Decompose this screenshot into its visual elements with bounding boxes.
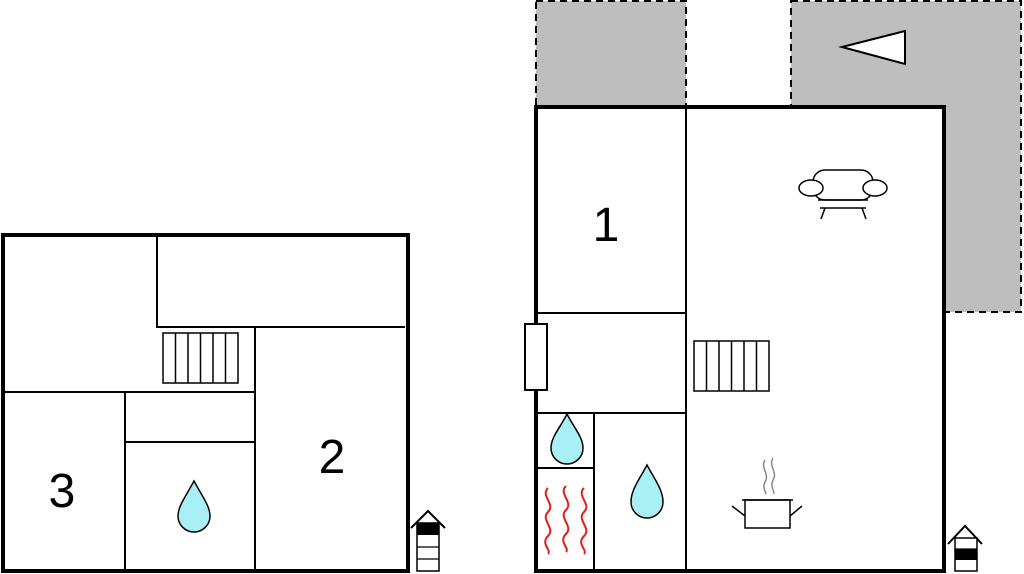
water-drop-icon — [550, 412, 584, 465]
room-number-2: 2 — [319, 431, 346, 484]
floor-level-icon — [410, 509, 446, 572]
upper-floor-plan: 3 2 — [1, 233, 410, 573]
upper-floor-outline — [1, 233, 410, 573]
water-drop-icon — [630, 463, 664, 519]
room-number-1: 1 — [593, 199, 620, 252]
stairs-icon — [693, 340, 770, 392]
floor-level-icon — [947, 524, 983, 572]
window-frame — [524, 323, 548, 391]
cooking-pot-icon — [731, 457, 803, 529]
upper-landing-wall — [156, 235, 405, 328]
sofa-icon — [798, 169, 888, 220]
ground-floor-outline — [534, 105, 946, 573]
ground-floor-plan: 1 — [524, 0, 1022, 573]
water-drop-icon — [177, 479, 211, 533]
terrace-left — [535, 0, 687, 108]
entrance-arrow-icon — [838, 29, 906, 66]
stairs-icon — [162, 332, 239, 384]
heat-waves-icon — [544, 485, 588, 555]
room-number-3: 3 — [49, 465, 76, 518]
